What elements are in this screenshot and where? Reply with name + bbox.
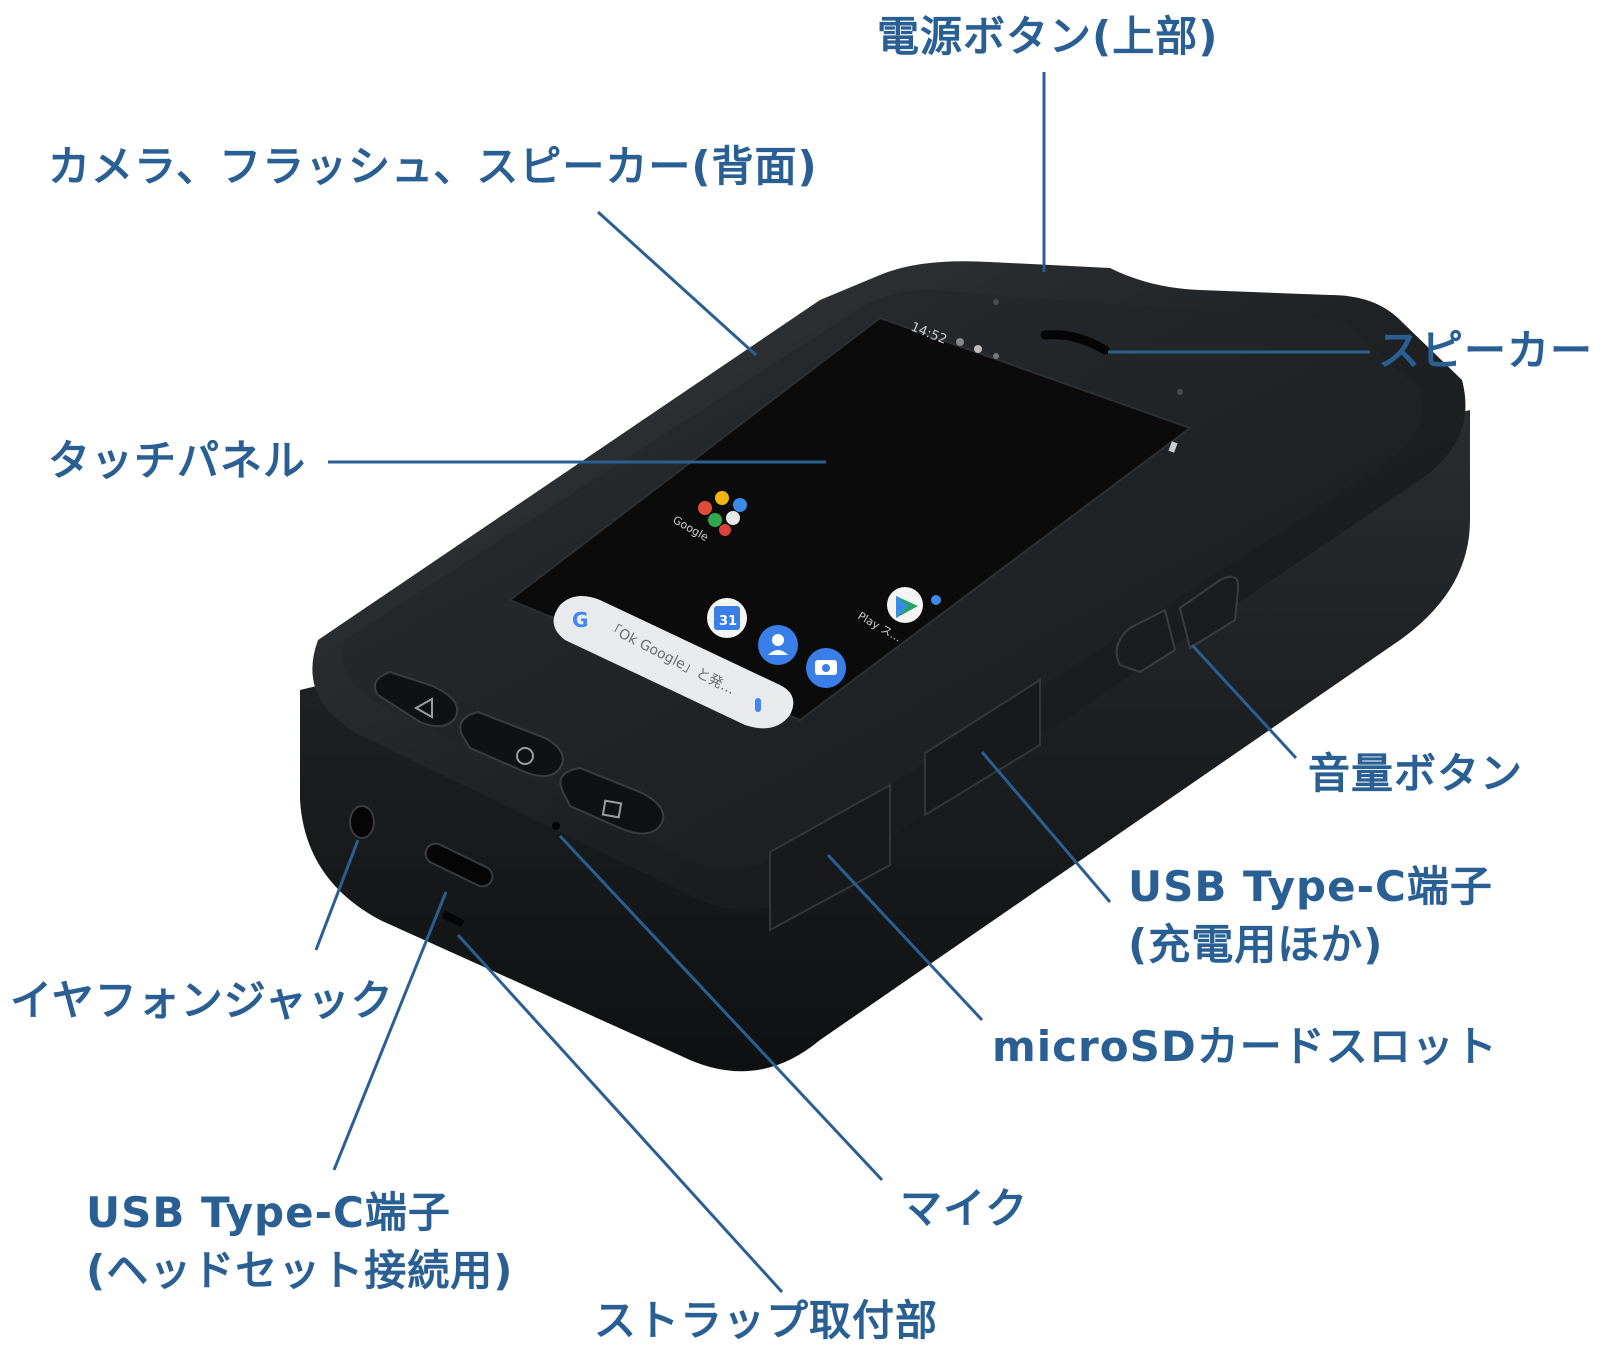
- microphone-hole: [552, 822, 560, 830]
- volume-down-button[interactable]: [1115, 608, 1177, 674]
- label-usbc-headset-line1: USB Type-C端子: [86, 1188, 451, 1237]
- label-speaker: スピーカー: [1378, 326, 1594, 375]
- leader-volume: [1190, 643, 1298, 760]
- label-strap-attachment: ストラップ取付部: [594, 1296, 939, 1345]
- label-usbc-headset-line2: (ヘッドセット接続用): [86, 1246, 514, 1295]
- home-key[interactable]: [459, 710, 564, 778]
- label-earphone-jack: イヤフォンジャック: [10, 976, 394, 1025]
- label-microphone: マイク: [900, 1184, 1029, 1233]
- leader-earphone: [314, 839, 360, 951]
- front-led: [1177, 389, 1183, 395]
- volume-up-button[interactable]: [1178, 575, 1240, 650]
- earpiece-speaker: [1040, 330, 1110, 355]
- label-camera-flash-speaker: カメラ、フラッシュ、スピーカー(背面): [48, 142, 818, 191]
- usbc-port-side-cover: [924, 678, 1041, 817]
- earphone-jack: [349, 805, 375, 839]
- label-microsd-slot: microSDカードスロット: [992, 1022, 1498, 1071]
- mic-icon: [755, 698, 761, 712]
- leader-mic: [558, 834, 884, 1182]
- play-store-icon[interactable]: [887, 587, 941, 623]
- contacts-app-icon[interactable]: [758, 625, 798, 665]
- calendar-app-icon[interactable]: [707, 598, 747, 638]
- label-power-button: 電源ボタン(上部): [877, 12, 1219, 61]
- label-touch-panel: タッチパネル: [48, 436, 307, 485]
- google-g-icon: G: [572, 608, 588, 632]
- back-key[interactable]: [374, 670, 459, 728]
- leader-usbc-headset: [332, 891, 448, 1171]
- google-app-folder[interactable]: [698, 491, 747, 536]
- label-usbc-charging-line1: USB Type-C端子: [1128, 862, 1493, 911]
- strap-slot: [442, 911, 464, 927]
- usbc-port-bottom: [424, 842, 494, 888]
- label-usbc-charging: USB Type-C端子 (充電用ほか): [1128, 858, 1493, 974]
- label-usbc-headset: USB Type-C端子 (ヘッドセット接続用): [86, 1184, 513, 1300]
- google-search-bar[interactable]: G: [553, 596, 794, 729]
- front-sensor: [993, 299, 999, 305]
- battery-icon: [1168, 441, 1178, 453]
- camera-app-icon[interactable]: [806, 648, 846, 688]
- leader-strap: [456, 933, 784, 1294]
- leader-lines: [314, 72, 1370, 1294]
- leader-microsd: [826, 853, 984, 1022]
- status-gear-icon: [956, 338, 964, 346]
- leader-usbc-charge: [980, 751, 1112, 903]
- status-dot-icon: [974, 345, 982, 353]
- recents-key[interactable]: [559, 766, 665, 835]
- status-wifi-icon: [993, 353, 999, 359]
- leader-camera: [596, 210, 758, 357]
- label-usbc-charging-line2: (充電用ほか): [1128, 920, 1384, 969]
- label-volume-button: 音量ボタン: [1308, 749, 1524, 798]
